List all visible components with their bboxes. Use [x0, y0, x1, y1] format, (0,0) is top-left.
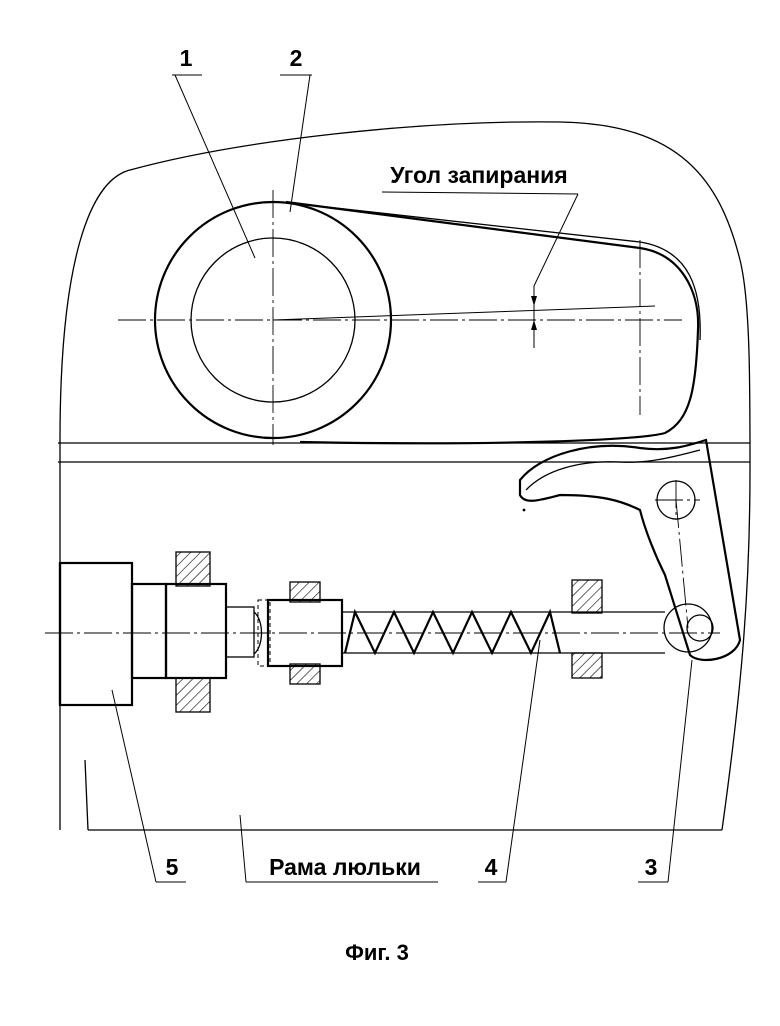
leader-lines: [112, 75, 692, 882]
figure-caption: Фиг. 3: [345, 940, 409, 965]
lever-arm: [118, 190, 700, 445]
part-label-2: 2: [290, 45, 303, 71]
cradle-frame-label: Рама люльки: [269, 854, 421, 880]
part-label-5: 5: [166, 854, 179, 880]
part-label-3: 3: [645, 854, 658, 880]
housing: [58, 122, 750, 830]
part-label-4: 4: [485, 854, 498, 880]
rod-assembly: [45, 552, 720, 712]
locking-angle-dimension: [382, 192, 578, 348]
locking-angle-label: Угол запирания: [390, 162, 567, 188]
part-label-1: 1: [180, 45, 193, 71]
